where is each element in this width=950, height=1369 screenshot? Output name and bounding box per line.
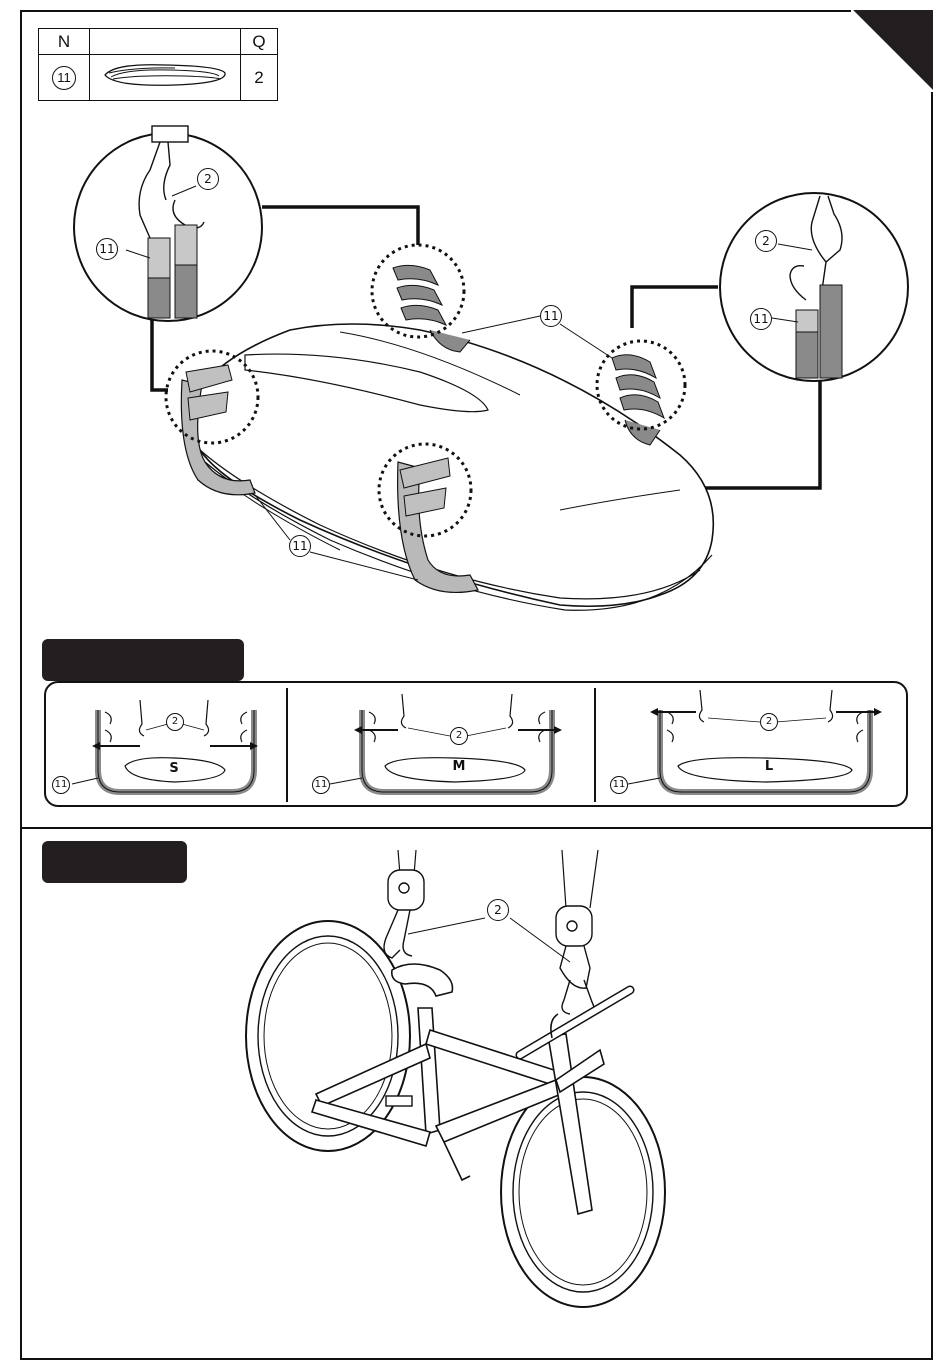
bicycle-illustration [0,830,950,1360]
size-l-diagram [628,690,882,792]
size-label-s: S [162,761,186,776]
callout-hook: 2 [487,899,509,921]
callout-strap: 11 [96,238,118,260]
callout-strap: 11 [52,776,70,794]
size-diagrams [0,680,950,810]
callout-strap: 11 [540,305,562,327]
size-label-l: L [757,759,781,774]
callout-hook: 2 [760,713,778,731]
size-label-m: M [447,759,471,774]
callout-hook: 2 [166,713,184,731]
callout-strap: 11 [750,308,772,330]
callout-hook: 2 [450,727,468,745]
callout-hook: 2 [755,230,777,252]
callout-hook: 2 [197,168,219,190]
callout-strap: 11 [610,776,628,794]
callout-strap: 11 [312,776,330,794]
size-m-diagram [330,694,562,792]
size-s-diagram [72,700,258,792]
callout-strap: 11 [289,535,311,557]
